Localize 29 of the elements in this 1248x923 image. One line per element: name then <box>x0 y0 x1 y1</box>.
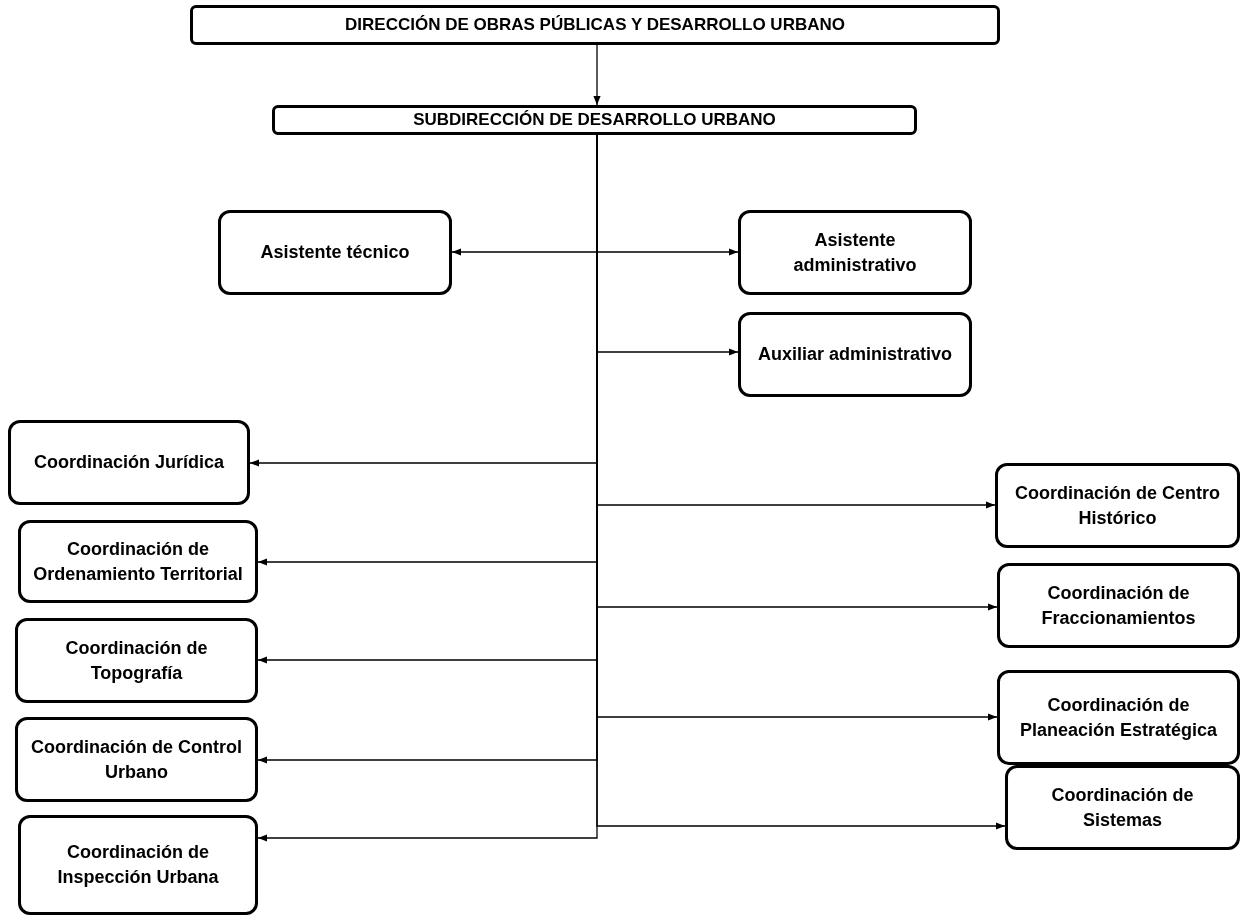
box-label: Coordinación de Ordenamiento Territorial <box>33 537 243 586</box>
org-box <box>15 717 258 802</box>
org-box <box>1005 765 1240 850</box>
box-label: Coordinación de Sistemas <box>1050 783 1195 832</box>
box-label: Asistente técnico <box>260 241 410 264</box>
box-label: Coordinación Jurídica <box>34 451 224 474</box>
org-box <box>995 463 1240 548</box>
box-label: Coordinación de Centro Histórico <box>1014 481 1221 530</box>
org-box <box>190 5 1000 45</box>
box-label: Coordinación de Planeación Estratégica <box>1018 693 1219 742</box>
org-box <box>18 520 258 603</box>
org-box <box>738 210 972 295</box>
box-label: Coordinación de Inspección Urbana <box>56 841 220 889</box>
box-label: Coordinación de Control Urbano <box>30 735 243 784</box>
org-box <box>15 618 258 703</box>
org-box <box>18 815 258 915</box>
arrow <box>593 44 601 106</box>
box-label: DIRECCIÓN DE OBRAS PÚBLICAS Y DESARROLLO URBANO <box>345 14 845 37</box>
org-box <box>218 210 452 295</box>
box-label: Coordinación de Topografía <box>64 636 209 685</box>
org-box <box>997 670 1240 765</box>
org-box <box>997 563 1240 648</box>
org-box <box>272 105 917 135</box>
org-box <box>8 420 250 505</box>
box-label: Auxiliar administrativo <box>757 343 953 366</box>
box-label: Coordinación de Fraccionamientos <box>1040 581 1197 630</box>
box-label: SUBDIRECCIÓN DE DESARROLLO URBANO <box>413 109 776 132</box>
box-label: Asistente administrativo <box>792 228 918 277</box>
org-box <box>738 312 972 397</box>
